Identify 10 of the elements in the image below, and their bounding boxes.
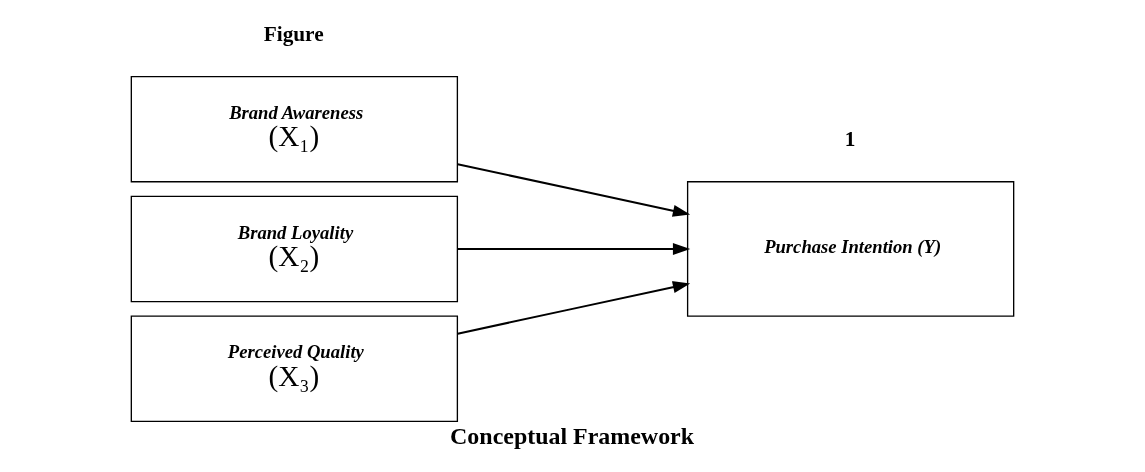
- node-box: Brand Awareness (X₁): [130, 75, 459, 183]
- label: Figure: [263, 22, 324, 47]
- caption: Conceptual Framework: [450, 423, 695, 450]
- node-box: Purchase Intention (Y): [686, 181, 1015, 317]
- label: 1: [844, 127, 856, 152]
- arrow: [456, 163, 691, 217]
- node-box: Perceived Quality (X₃): [130, 315, 459, 422]
- node-box: Brand Loyality (X₂): [130, 195, 459, 303]
- arrow: [456, 281, 691, 335]
- arrow: [456, 242, 691, 256]
